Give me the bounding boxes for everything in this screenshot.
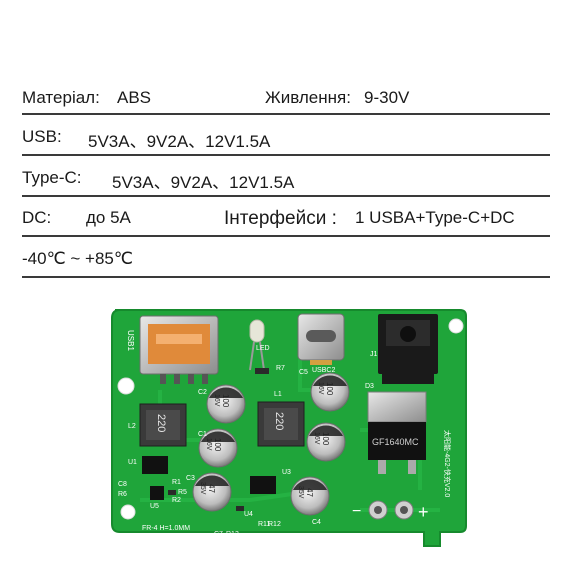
silk-u4: U4: [244, 511, 253, 518]
silk-model: FR-4 H=1.0MM: [142, 525, 190, 532]
capacitor-bottom-left: 47 35V: [192, 472, 232, 512]
capacitor-bottom-right: 47 35V: [290, 476, 330, 516]
mounting-hole: [448, 318, 464, 334]
divider: [22, 195, 550, 197]
svg-text:16V: 16V: [317, 382, 324, 395]
svg-text:35V: 35V: [199, 482, 206, 495]
silk-usb1: USB1: [126, 330, 135, 351]
divider: [22, 276, 550, 278]
dc-jack: [378, 314, 438, 384]
silk-u1: U1: [128, 459, 137, 466]
silk-c5: C5: [299, 369, 308, 376]
dc-label: DC:: [22, 208, 52, 227]
usb-value: 5V3A、9V2A、12V1.5A: [88, 132, 271, 151]
dc-value: до 5A: [86, 208, 131, 227]
capacitor-top-left: 100 16V: [206, 384, 246, 424]
capacitor-top-right: 100 16V: [310, 372, 350, 412]
interfaces-label: Інтерфейси :: [224, 208, 337, 229]
silk-r5: R5: [178, 489, 187, 496]
silk-plus: +: [418, 502, 429, 522]
silk-brand: 太阳能-4G2-快充V2.0: [443, 430, 452, 497]
temperature-range: -40℃ ~ +85℃: [22, 249, 133, 268]
silk-l2: L2: [128, 423, 136, 430]
usb-label: USB:: [22, 127, 62, 146]
svg-text:16V: 16V: [205, 438, 212, 451]
silk-c3: C3: [186, 475, 195, 482]
silk-r1: R1: [172, 479, 181, 486]
pcb-board: USB1 LED R7 USBC2 C5 J1 D3: [111, 309, 467, 547]
divider: [22, 113, 550, 115]
typec-label: Type-C:: [22, 168, 82, 187]
svg-text:16V: 16V: [313, 432, 320, 445]
power-mosfet: [367, 391, 427, 474]
mounting-hole: [117, 377, 135, 395]
svg-text:100: 100: [325, 382, 334, 396]
capacitor-mid-right: 100 16V: [306, 422, 346, 462]
inductor-l1-value: 220: [273, 412, 285, 430]
silk-r7: R7: [276, 365, 285, 372]
interfaces-value: 1 USBA+Type-C+DC: [355, 208, 515, 227]
spec-table: Матеріал: ABS Живлення: 9-30V USB: 5V3A、…: [22, 88, 550, 278]
silk-u5: U5: [150, 503, 159, 510]
inductor-l2-value: 220: [155, 414, 167, 432]
usb-a-port: [139, 315, 219, 384]
svg-text:100: 100: [321, 432, 330, 446]
terminal-plus: [394, 500, 414, 520]
silk-c2: C2: [198, 389, 207, 396]
silk-r6: R6: [118, 491, 127, 498]
silk-led: LED: [256, 345, 270, 352]
silk-d3: D3: [365, 383, 374, 390]
ic-u3: [250, 476, 276, 494]
silk-c7: C7: [214, 531, 223, 538]
svg-text:47: 47: [305, 488, 314, 497]
silk-r13: R13: [226, 531, 239, 538]
ic-u1: [142, 456, 168, 474]
product-photo: USB1 LED R7 USBC2 C5 J1 D3: [0, 290, 570, 570]
power-label: Живлення:: [265, 88, 351, 107]
ic-u5: [150, 486, 164, 500]
silk-r2: R2: [172, 497, 181, 504]
capacitor-mid-left: 100 16V: [198, 428, 238, 468]
led: [249, 319, 265, 371]
usb-c-port: [297, 313, 345, 365]
svg-text:100: 100: [221, 394, 230, 408]
inductor-l2: [139, 403, 187, 447]
silk-minus: −: [352, 503, 361, 520]
silk-j1: J1: [370, 351, 378, 358]
inductor-l1: [257, 401, 305, 447]
silk-u3: U3: [282, 469, 291, 476]
mounting-hole: [120, 504, 136, 520]
silk-c1: C1: [198, 431, 207, 438]
silk-usbc2: USBC2: [312, 367, 335, 374]
power-value: 9-30V: [364, 88, 410, 107]
silk-c4: C4: [312, 519, 321, 526]
material-label: Матеріал:: [22, 88, 100, 107]
svg-text:35V: 35V: [297, 486, 304, 499]
divider: [22, 235, 550, 237]
svg-text:16V: 16V: [213, 394, 220, 407]
divider: [22, 154, 550, 156]
material-value: ABS: [117, 88, 152, 107]
resistor: [255, 368, 269, 374]
mosfet-marking: GF1640MC: [372, 437, 419, 447]
silk-r11: R11: [258, 521, 270, 528]
silk-c8: C8: [118, 481, 127, 488]
typec-value: 5V3A、9V2A、12V1.5A: [112, 173, 295, 192]
silk-l1: L1: [274, 391, 282, 398]
svg-text:100: 100: [213, 438, 222, 452]
silk-r12: R12: [268, 521, 281, 528]
terminal-minus: [368, 500, 388, 520]
svg-text:47: 47: [207, 484, 216, 493]
